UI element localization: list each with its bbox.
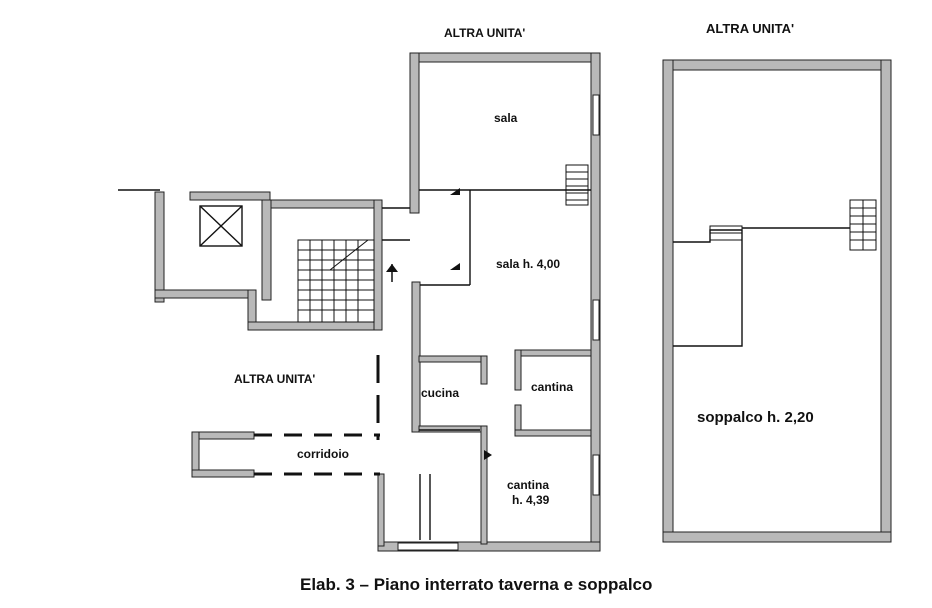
wall-sop-top [662, 59, 892, 71]
wall-cantina-low-left [480, 425, 488, 545]
label-altra-unita-top-right: ALTRA UNITA' [706, 21, 795, 36]
wall-left-bottom [154, 289, 256, 299]
stairs-soppalco [709, 199, 877, 251]
door-marks [386, 188, 492, 460]
label-altra-unita-left: ALTRA UNITA' [234, 372, 316, 386]
arrow-right-icon [484, 450, 492, 460]
wall-sop-bottom [662, 531, 892, 543]
wall-cantina-top [514, 349, 592, 357]
window-right-1 [592, 94, 600, 136]
wall-cantina-bottom [514, 429, 592, 437]
label-sala-h: sala h. 4,00 [496, 257, 561, 271]
thin-lines [118, 189, 850, 540]
window-bottom [397, 542, 459, 551]
stairs-sala [565, 164, 589, 206]
stairs-main [297, 239, 375, 323]
door-mark-2 [450, 263, 460, 270]
wall-cantina-left [514, 349, 522, 391]
soppalco-edge [673, 229, 743, 347]
label-cantina-lower: cantina [507, 478, 550, 492]
window-right-3 [592, 454, 600, 496]
label-sala: sala [494, 111, 518, 125]
lift-box [199, 205, 243, 247]
wall-main-top [409, 52, 601, 63]
door-mark-1 [450, 188, 460, 195]
wall-stair-block [261, 199, 272, 301]
label-cucina: cucina [421, 386, 460, 400]
label-cantina-upper: cantina [531, 380, 574, 394]
wall-corr-room-bottom [191, 469, 255, 478]
label-altra-unita-top-left: ALTRA UNITA' [444, 26, 526, 40]
label-soppalco: soppalco h. 2,20 [697, 409, 814, 426]
label-corridoio: corridoio [297, 447, 350, 461]
wall-corr-room-top [191, 431, 255, 440]
wall-cucina-bottom [418, 425, 488, 433]
wall-main-left [409, 52, 420, 214]
walls [154, 52, 892, 552]
wall-left-left [154, 191, 165, 303]
wall-left-right [373, 199, 383, 331]
wall-left-top2 [261, 199, 383, 209]
label-cantina-lower-height: h. 4,39 [512, 493, 550, 507]
wall-corridor-right [377, 473, 385, 547]
window-right-2 [592, 299, 600, 341]
wall-left-top [189, 191, 271, 201]
wall-cucina-top [418, 355, 488, 363]
wall-cucina-right [480, 355, 488, 385]
wall-sop-left [662, 59, 674, 543]
caption: Elab. 3 – Piano interrato taverna e sopp… [300, 575, 653, 594]
wall-sop-right [880, 59, 892, 543]
wall-left-bottom3 [247, 321, 379, 331]
